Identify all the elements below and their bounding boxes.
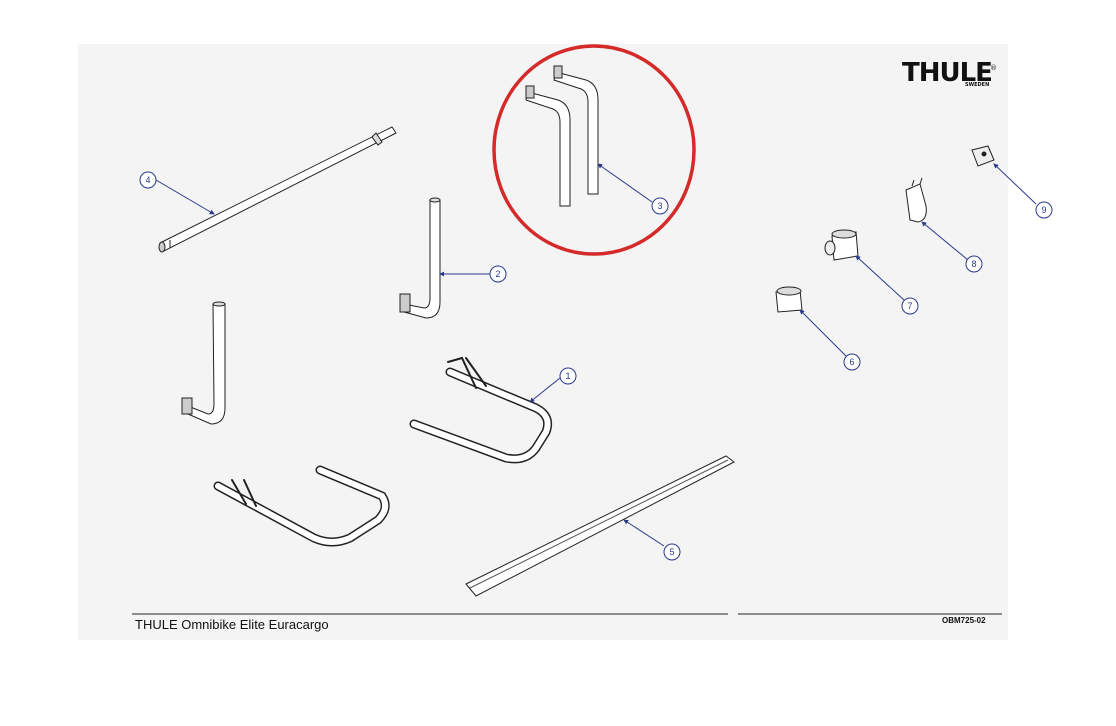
callout-4: 4 (139, 171, 157, 189)
callout-5: 5 (663, 543, 681, 561)
callout-7-label: 7 (907, 301, 912, 311)
callout-6: 6 (843, 353, 861, 371)
callout-1: 1 (559, 367, 577, 385)
callout-9: 9 (1035, 201, 1053, 219)
thule-logo: THULE (902, 58, 993, 88)
callout-5-label: 5 (669, 547, 674, 557)
part-2-upright (399, 197, 441, 319)
callout-9-label: 9 (1041, 205, 1046, 215)
part-7-clamp (824, 229, 859, 261)
part-9-cap (971, 145, 995, 167)
registered-mark: ® (990, 64, 997, 72)
highlight-circle (492, 44, 696, 256)
callout-4-label: 4 (145, 175, 150, 185)
part-4-tube (158, 126, 397, 253)
upright-left (181, 301, 226, 425)
lower-frame (213, 465, 390, 547)
drawing-paper (78, 44, 1008, 640)
callout-7: 7 (901, 297, 919, 315)
part-1-frame (409, 356, 553, 464)
callout-8: 8 (965, 255, 983, 273)
part-5-rail (465, 455, 735, 597)
callout-8-label: 8 (971, 259, 976, 269)
callout-2-label: 2 (495, 269, 500, 279)
callout-1-label: 1 (565, 371, 570, 381)
callout-3: 3 (651, 197, 669, 215)
callout-6-label: 6 (849, 357, 854, 367)
thule-logo-sub: SWEDEN (965, 82, 990, 88)
callout-2: 2 (489, 265, 507, 283)
callout-leaders (155, 163, 1037, 547)
callout-3-label: 3 (657, 201, 662, 211)
part-8-clip (905, 177, 927, 223)
part-3-uprights (525, 65, 599, 207)
part-6-clamp (775, 286, 803, 313)
drawing-code: OBM725-02 (942, 616, 986, 625)
product-title: THULE Omnibike Elite Euracargo (135, 617, 329, 632)
